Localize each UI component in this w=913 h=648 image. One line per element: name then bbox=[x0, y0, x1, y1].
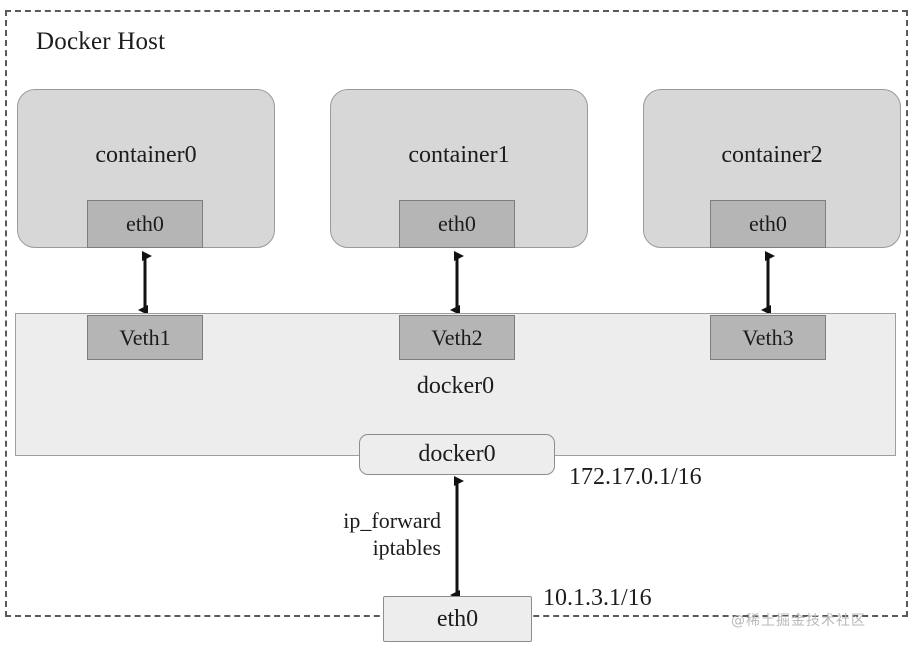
docker0-bridge-label: docker0 bbox=[416, 373, 495, 399]
container-label-2: container2 bbox=[721, 142, 823, 168]
host-eth0-node[interactable]: eth0 bbox=[383, 596, 532, 642]
veth-box-2[interactable]: Veth2 bbox=[399, 315, 515, 360]
ip-forward-line1: ip_forward bbox=[343, 508, 441, 533]
docker0-ip-label: 172.17.0.1/16 bbox=[569, 464, 702, 490]
link-arrow-container1-veth2 bbox=[450, 251, 464, 315]
container-eth0-0[interactable]: eth0 bbox=[87, 200, 203, 248]
host-eth0-ip-label: 10.1.3.1/16 bbox=[543, 585, 652, 611]
link-arrow-container2-veth3 bbox=[761, 251, 775, 315]
link-arrow-docker0-host-eth0 bbox=[450, 476, 464, 600]
veth-box-3[interactable]: Veth3 bbox=[710, 315, 826, 360]
container-eth0-1[interactable]: eth0 bbox=[399, 200, 515, 248]
docker-host-title: Docker Host bbox=[36, 28, 166, 55]
container-eth0-2[interactable]: eth0 bbox=[710, 200, 826, 248]
veth-box-1[interactable]: Veth1 bbox=[87, 315, 203, 360]
docker0-node[interactable]: docker0 bbox=[359, 434, 555, 475]
link-arrow-container0-veth1 bbox=[138, 251, 152, 315]
ip-forward-label: ip_forward iptables bbox=[241, 508, 441, 562]
iptables-line2: iptables bbox=[372, 534, 441, 560]
watermark: @稀土掘金技术社区 bbox=[731, 613, 866, 629]
container-label-0: container0 bbox=[95, 142, 197, 168]
container-label-1: container1 bbox=[408, 142, 510, 168]
